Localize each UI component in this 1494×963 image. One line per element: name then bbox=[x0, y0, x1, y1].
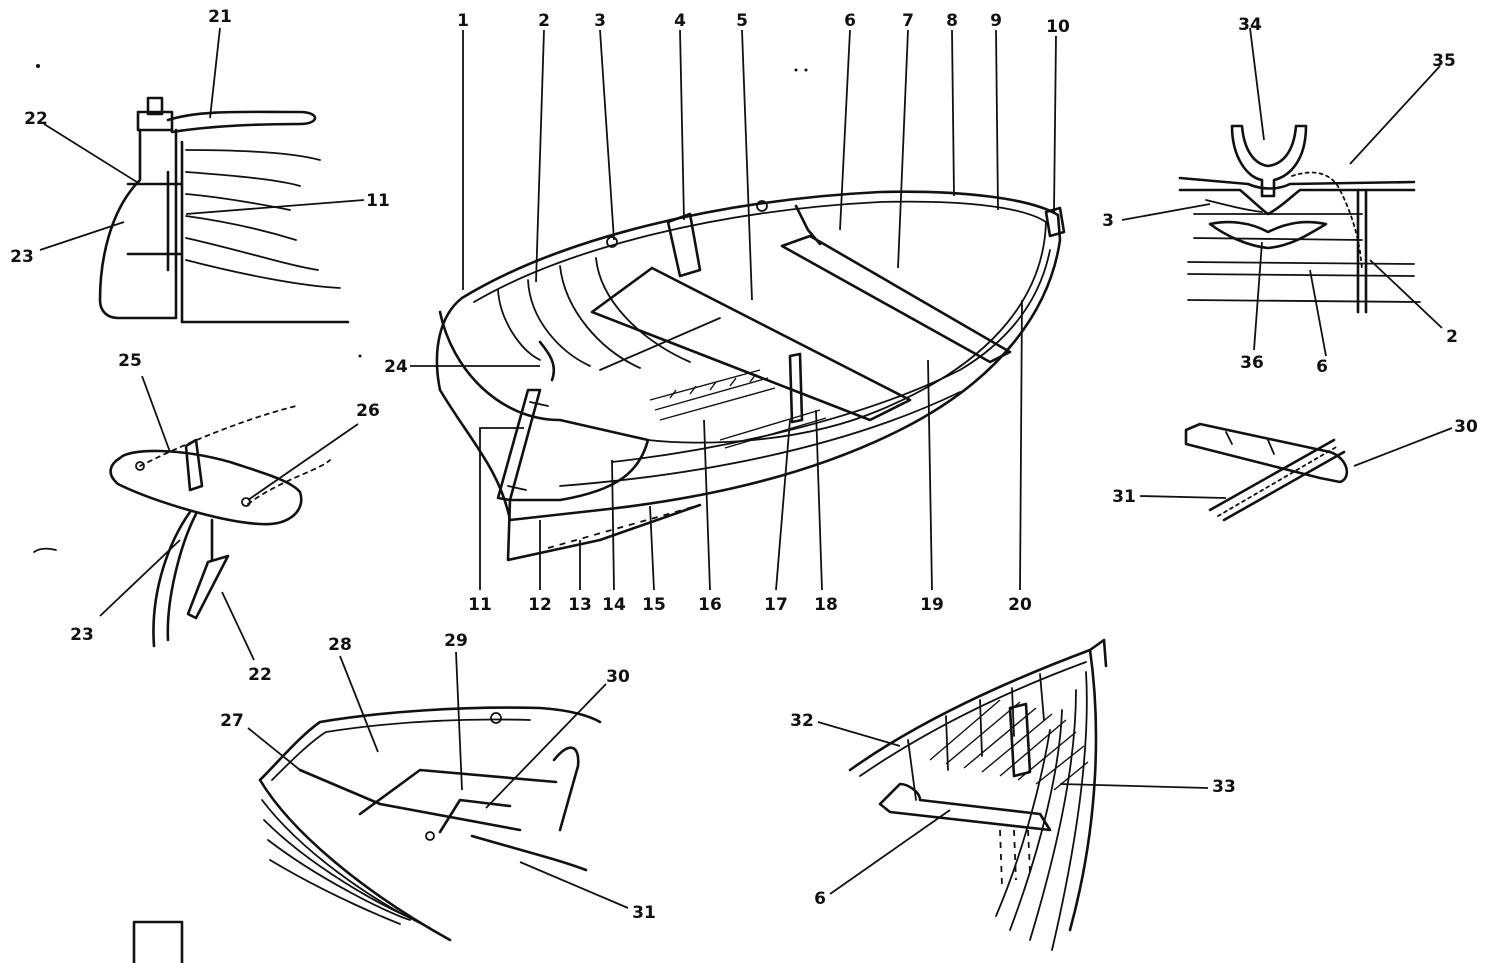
callout-2-rowlock: 2 bbox=[1446, 327, 1458, 347]
speck bbox=[358, 354, 362, 358]
callout-22-bottom: 22 bbox=[248, 665, 272, 685]
callout-33: 33 bbox=[1212, 777, 1236, 797]
callout-31-stern: 31 bbox=[632, 903, 656, 923]
callout-26: 26 bbox=[356, 401, 380, 421]
callout-31-bracket: 31 bbox=[1112, 487, 1136, 507]
callout-6-bow: 6 bbox=[814, 889, 826, 909]
callout-18: 18 bbox=[814, 595, 838, 615]
callout-5: 5 bbox=[736, 11, 748, 31]
callout-35: 35 bbox=[1432, 51, 1456, 71]
callout-7: 7 bbox=[902, 11, 914, 31]
leader-lines bbox=[39, 27, 1453, 909]
callout-13: 13 bbox=[568, 595, 592, 615]
callout-6: 6 bbox=[844, 11, 856, 31]
callout-22-top: 22 bbox=[24, 109, 48, 129]
callout-4: 4 bbox=[674, 11, 686, 31]
main-dinghy bbox=[435, 190, 1066, 562]
callout-29: 29 bbox=[444, 631, 468, 651]
callout-25: 25 bbox=[118, 351, 142, 371]
callout-15: 15 bbox=[642, 595, 666, 615]
callout-11-rudder: 11 bbox=[366, 191, 390, 211]
callout-27: 27 bbox=[220, 711, 244, 731]
callout-10: 10 bbox=[1046, 17, 1070, 37]
callout-30-bracket: 30 bbox=[1454, 417, 1478, 437]
callout-17: 17 bbox=[764, 595, 788, 615]
callout-19: 19 bbox=[920, 595, 944, 615]
callout-3: 3 bbox=[594, 11, 606, 31]
stern-sheets-detail bbox=[258, 706, 602, 942]
callout-21: 21 bbox=[208, 7, 232, 27]
callout-20: 20 bbox=[1008, 595, 1032, 615]
thwart-bracket-detail bbox=[1184, 422, 1349, 522]
rudder-detail bbox=[98, 96, 350, 324]
callout-11-main: 11 bbox=[468, 595, 492, 615]
callout-30-stern: 30 bbox=[606, 667, 630, 687]
callout-1: 1 bbox=[457, 11, 469, 31]
corner-box bbox=[132, 920, 184, 963]
callout-9: 9 bbox=[990, 11, 1002, 31]
rowlock-detail bbox=[1178, 124, 1421, 314]
callout-8: 8 bbox=[946, 11, 958, 31]
callout-16: 16 bbox=[698, 595, 722, 615]
bow-detail bbox=[848, 638, 1108, 951]
callout-34: 34 bbox=[1238, 15, 1262, 35]
callout-23-bottom: 23 bbox=[70, 625, 94, 645]
callout-36: 36 bbox=[1240, 353, 1264, 373]
speck bbox=[804, 68, 808, 72]
speck bbox=[794, 68, 798, 72]
callout-23-top: 23 bbox=[10, 247, 34, 267]
callout-3-rowlock: 3 bbox=[1102, 211, 1114, 231]
callout-labels: 1 2 3 4 5 6 7 8 9 10 11 11 12 13 14 15 1… bbox=[10, 7, 1478, 923]
gudgeon-plate-detail bbox=[33, 405, 331, 648]
speck bbox=[36, 64, 40, 68]
callout-28: 28 bbox=[328, 635, 352, 655]
callout-2: 2 bbox=[538, 11, 550, 31]
callout-32: 32 bbox=[790, 711, 814, 731]
callout-14: 14 bbox=[602, 595, 626, 615]
callout-12: 12 bbox=[528, 595, 552, 615]
callout-24: 24 bbox=[384, 357, 408, 377]
callout-6-rowlock: 6 bbox=[1316, 357, 1328, 377]
